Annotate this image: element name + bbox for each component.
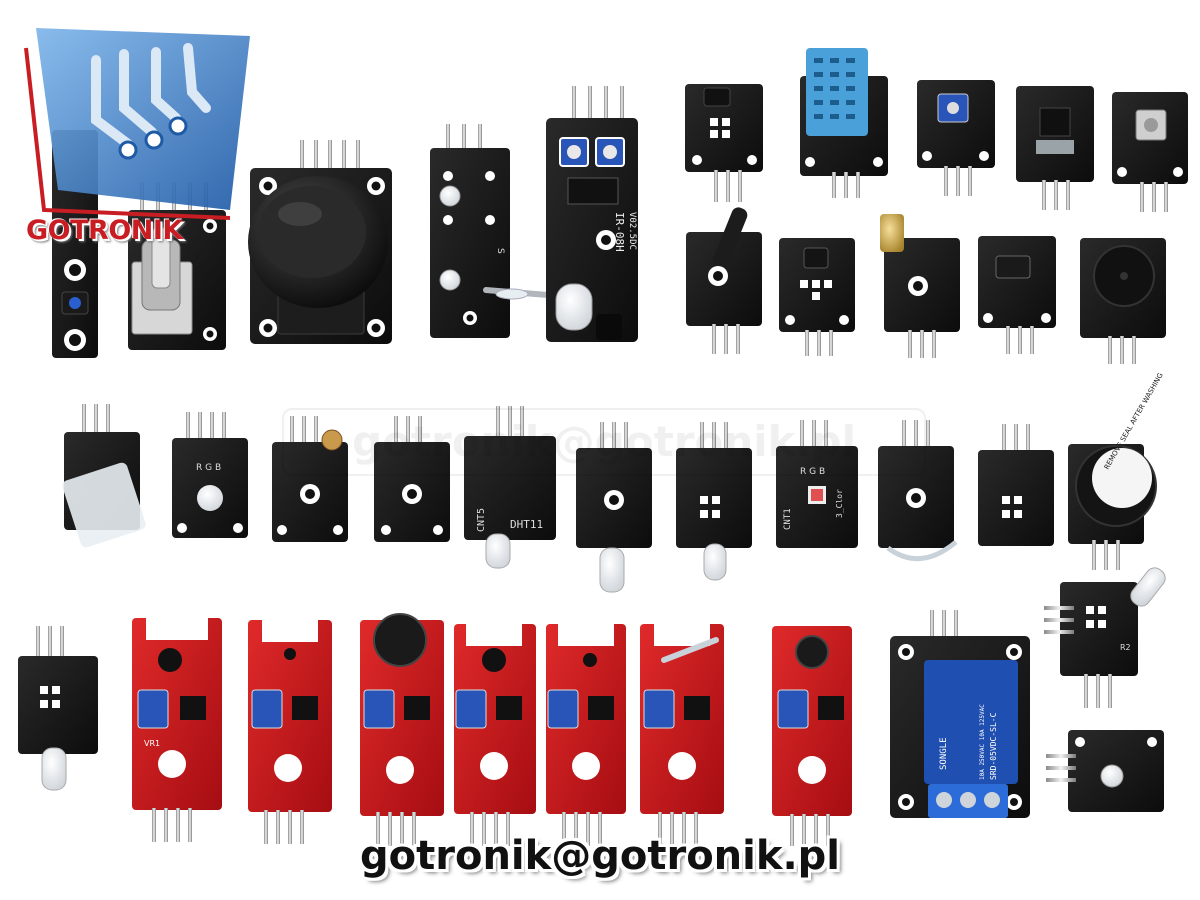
- tilt-switch-module: [686, 207, 762, 354]
- potentiometer-module: [917, 80, 995, 196]
- touch-sensor-module: [374, 416, 450, 542]
- rgb-label: R G B: [196, 463, 221, 473]
- temperature-led-module: R2: [1044, 567, 1166, 708]
- hall-sensor-module: [685, 84, 763, 202]
- vr1-label: VR1: [144, 739, 160, 748]
- ir-module-label: IR-08H: [613, 212, 626, 252]
- analog-hall-module: [978, 424, 1054, 546]
- relay-brand: SONGLE: [939, 737, 949, 770]
- reed-sensor-board-red: [640, 624, 724, 846]
- dht11-label: DHT11: [510, 518, 543, 531]
- joystick-module: [248, 140, 392, 344]
- relay-rating: 10A 250VAC 10A 125VAC: [979, 704, 986, 780]
- reed-switch-module: [878, 420, 958, 562]
- r2-label: R2: [1120, 643, 1131, 652]
- ir-obstacle-module: IR-08H V02.5DC: [546, 86, 638, 342]
- mercury-tilt-module: [62, 404, 146, 548]
- red-sensor-board-1: VR1: [132, 618, 222, 842]
- red-sensor-board-2: [248, 620, 332, 844]
- red-sensor-board-4: [454, 624, 536, 846]
- small-led-module: [1046, 730, 1164, 812]
- relay-model: SRD-05VDC-SL-C: [989, 712, 998, 780]
- photo-interrupter-module: [1016, 86, 1094, 210]
- contact-email-link[interactable]: gotronik@gotronik.pl: [360, 833, 840, 879]
- cnt5-label: CNT5: [476, 508, 487, 532]
- red-sensor-board-5: [546, 624, 626, 846]
- active-buzzer-module: REMOVE SEAL AFTER WASHING: [1068, 372, 1165, 570]
- relay-module: SONGLE SRD-05VDC-SL-C 10A 250VAC 10A 125…: [890, 610, 1030, 818]
- two-color-led-small-module: [18, 626, 98, 791]
- microphone-sensor-board-small: [772, 626, 852, 846]
- led-module: [676, 422, 752, 581]
- rgb-led-module: R G B: [172, 412, 248, 538]
- smd-rgb-label: R G B: [800, 467, 825, 477]
- ir-receiver-module: [779, 238, 855, 356]
- ir-sensor-module: [978, 236, 1056, 354]
- two-color-led-module: CNT5 DHT11: [464, 406, 556, 569]
- color-label: 3_Clor: [835, 489, 844, 518]
- led-reed-module: S: [430, 124, 563, 338]
- cnt1-label: CNT1: [783, 508, 793, 530]
- button-module: [1112, 92, 1188, 212]
- ir-module-voltage: V02.5DC: [627, 212, 637, 250]
- smd-rgb-module: R G B CNT1 3_Clor: [776, 420, 858, 548]
- microphone-sensor-board-large: [360, 613, 444, 846]
- passive-buzzer-module: [1080, 238, 1166, 364]
- watermark-text: gotronik@gotronik.pl: [282, 408, 926, 476]
- laser-module: [880, 214, 960, 358]
- pcb-pin-label: S: [495, 248, 505, 254]
- logo-wordmark: GOTRONIK: [26, 215, 183, 246]
- gotronik-logo: [24, 28, 250, 220]
- flame-sensor-module: [576, 422, 652, 593]
- dht11-module: [800, 48, 888, 198]
